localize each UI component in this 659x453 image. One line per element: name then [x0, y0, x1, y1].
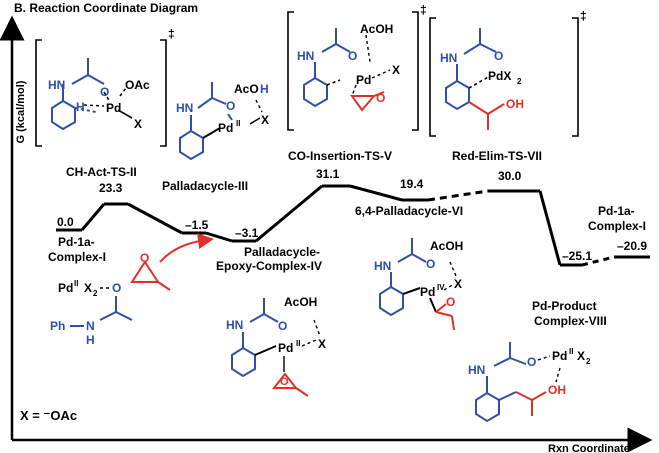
svg-text:O: O: [348, 49, 357, 63]
label-pd1a-l1: Pd-1a-: [58, 235, 95, 249]
svg-text:HN: HN: [297, 49, 314, 63]
structure-64-palladacycle-vi: HN O Pd IV AcOH X O: [374, 238, 463, 331]
svg-text:II: II: [296, 339, 300, 348]
label-chact: CH-Act-TS-II: [66, 165, 137, 179]
energy-pdcyc6: 19.4: [400, 177, 424, 191]
svg-text:OH: OH: [506, 97, 524, 111]
svg-text:O: O: [278, 319, 287, 333]
epoxide-reagent: O: [130, 233, 214, 291]
svg-text:O: O: [112, 281, 121, 295]
label-pd1a-end-l2: Complex-I: [588, 219, 646, 233]
svg-text:2: 2: [586, 357, 591, 366]
energy-redelim7: 30.0: [498, 169, 522, 183]
energy-pd1a: 0.0: [57, 215, 74, 229]
svg-text:Pd: Pd: [356, 73, 371, 87]
structure-product-complex-viii: HN O Pd II X 2 OH: [468, 342, 591, 423]
svg-text:Pd: Pd: [218, 121, 233, 135]
svg-text:X: X: [454, 277, 462, 291]
svg-text:Pd: Pd: [58, 281, 73, 295]
svg-text:AcOH: AcOH: [360, 22, 393, 36]
label-pd1a-end-l1: Pd-1a-: [598, 204, 635, 218]
svg-text:X: X: [577, 349, 585, 363]
panel-title: B. Reaction Coordinate Diagram: [14, 1, 198, 15]
label-coins5: CO-Insertion-TS-V: [288, 149, 392, 163]
svg-text:‡: ‡: [168, 27, 175, 41]
svg-text:HN: HN: [374, 259, 391, 273]
svg-text:Pd: Pd: [278, 341, 293, 355]
x-axis-label: Rxn Coordinate: [548, 443, 630, 453]
svg-text:Pd: Pd: [420, 285, 435, 299]
svg-text:O: O: [527, 355, 536, 369]
structure-chact-ts: ‡ HN O H OAc Pd X: [35, 27, 175, 147]
svg-text:‡: ‡: [580, 9, 587, 23]
y-axis-label: G (kcal/mol): [15, 80, 27, 143]
svg-text:Pd: Pd: [552, 349, 567, 363]
svg-text:O: O: [140, 251, 149, 265]
structure-palladacycle-iii: HN O Pd II AcO H X: [176, 82, 269, 161]
epoxide-arrow: [159, 233, 214, 263]
energy-profile: [56, 184, 650, 267]
svg-text:O: O: [426, 257, 435, 271]
svg-text:AcO: AcO: [234, 82, 259, 96]
label-pdcyc3: Palladacycle-III: [162, 179, 248, 193]
energy-coins5: 31.1: [316, 167, 340, 181]
svg-text:HN: HN: [48, 78, 65, 92]
svg-text:HN: HN: [226, 318, 243, 332]
svg-text:AcOH: AcOH: [430, 239, 463, 253]
energy-pd1a-end: –20.9: [617, 239, 647, 253]
svg-text:H: H: [76, 100, 85, 114]
svg-text:HN: HN: [440, 51, 457, 65]
svg-text:X: X: [134, 117, 142, 131]
svg-text:IV: IV: [437, 283, 445, 292]
svg-text:II: II: [236, 119, 240, 128]
svg-text:HN: HN: [468, 363, 485, 377]
energy-pdcyc3: –1.5: [185, 218, 209, 232]
svg-text:O: O: [226, 99, 235, 113]
svg-text:N: N: [86, 319, 95, 333]
label-epoxy4-l2: Epoxy-Complex-IV: [216, 259, 322, 273]
structure-epoxy-complex-iv: HN O Pd II AcOH X O: [226, 295, 326, 397]
svg-text:Pd: Pd: [106, 101, 121, 115]
label-pdcyc6: 6,4-Palladacycle-VI: [355, 204, 463, 218]
structure-pd1a-complex: Pd II X 2 O Ph N H: [50, 279, 133, 347]
svg-text:O: O: [376, 91, 385, 105]
svg-text:HN: HN: [176, 101, 193, 115]
legend-note: X = ⁻OAc: [20, 408, 77, 423]
label-prod8-l2: Complex-VIII: [534, 314, 607, 328]
svg-text:X: X: [261, 113, 269, 127]
svg-text:‡: ‡: [420, 3, 427, 17]
svg-text:H: H: [260, 82, 269, 96]
svg-text:OAc: OAc: [125, 78, 150, 92]
svg-text:X: X: [318, 337, 326, 351]
svg-text:O: O: [494, 49, 503, 63]
svg-text:H: H: [86, 333, 95, 347]
energy-epoxy4: –3.1: [235, 226, 259, 240]
energy-chact: 23.3: [99, 181, 123, 195]
svg-text:PdX: PdX: [488, 69, 511, 83]
structure-co-insertion-ts: ‡ HN O Pd AcOH X O: [287, 3, 427, 131]
svg-text:Ph: Ph: [50, 319, 65, 333]
svg-text:X: X: [84, 281, 92, 295]
svg-text:AcOH: AcOH: [284, 295, 317, 309]
svg-text:X: X: [392, 63, 400, 77]
svg-text:2: 2: [93, 289, 98, 298]
energy-prod8: –25.1: [562, 249, 592, 263]
svg-text:O: O: [280, 376, 289, 388]
svg-text:II: II: [74, 279, 78, 288]
label-pd1a-l2: Complex-I: [48, 250, 106, 264]
svg-text:O: O: [100, 85, 109, 99]
svg-text:O: O: [446, 295, 455, 309]
svg-text:2: 2: [517, 77, 522, 86]
structure-red-elim-ts: ‡ HN O PdX 2 OH: [429, 9, 587, 137]
label-prod8-l1: Pd-Product: [532, 299, 597, 313]
label-redelim7: Red-Elim-TS-VII: [452, 149, 542, 163]
svg-text:II: II: [569, 347, 573, 356]
svg-text:OH: OH: [548, 383, 566, 397]
label-epoxy4-l1: Palladacycle-: [244, 245, 320, 259]
